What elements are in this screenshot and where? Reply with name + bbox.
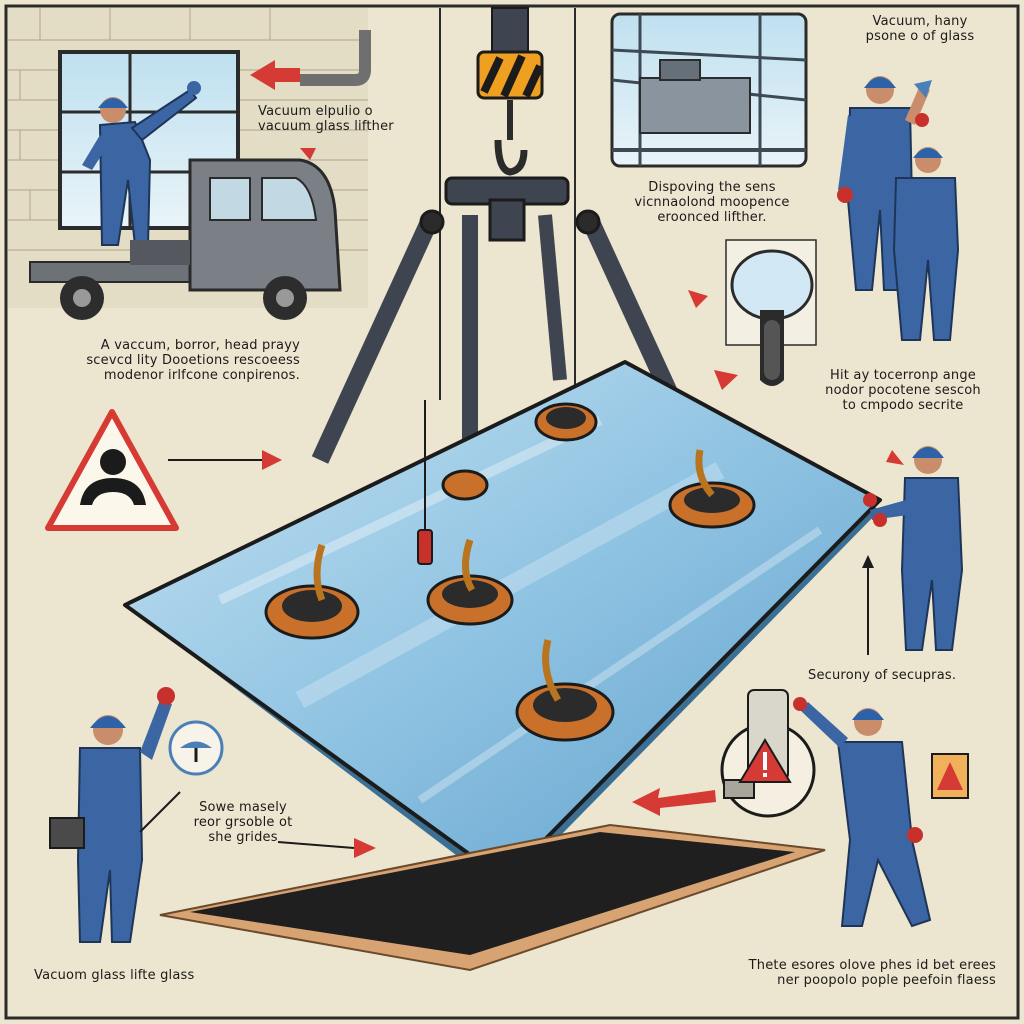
suction-cup-icon: [441, 469, 489, 501]
caption-line: Vacuum elpulio o: [258, 104, 373, 119]
worker-at-window: [82, 81, 201, 246]
caption-line: ner poopolo pople peefoin flaess: [777, 973, 996, 988]
caption-line: Securony of secupras.: [808, 668, 957, 683]
caption-line: vacuum glass lifther: [258, 119, 394, 134]
vacuum-gauge: [417, 529, 433, 565]
red-arrow-icon: [632, 788, 716, 816]
suction-cup-icon: [668, 481, 756, 529]
caption-line: Sowe masely: [199, 800, 287, 815]
suction-cup-icon: [515, 682, 615, 742]
flatbed-truck: [29, 158, 342, 320]
caption-line: eroonced lifther.: [657, 210, 767, 225]
crane-inset: [610, 12, 808, 168]
caption-security: Securony of secupras.: [808, 668, 1008, 683]
caption-bottom-right: Thete esores olove phes id bet erees ner…: [640, 958, 996, 988]
suction-cup-icon: [426, 574, 514, 626]
caption-line: Hit ay tocerronp ange: [829, 368, 976, 383]
pointer-arrow: [139, 791, 376, 858]
caption-line: A vaccum, borror, head prayy: [100, 338, 300, 353]
caption-lower-left: Sowe masely reor grsoble ot she grides: [188, 800, 298, 845]
worker-with-alarm: [793, 697, 932, 928]
caption-line: modenor irlfcone conpirenos.: [103, 368, 300, 383]
person-warning-icon: [45, 409, 179, 531]
suction-cup-icon: [264, 584, 360, 640]
pointer-arrow: [862, 450, 904, 655]
pointer-arrow: [168, 450, 282, 470]
caption-line: reor grsoble ot: [193, 815, 293, 830]
caption-line: psone o of glass: [865, 29, 975, 44]
warning-triangle-icon: [931, 753, 969, 799]
caption-line: scevcd lity Dooetions rescoeess: [86, 353, 300, 368]
page-frame: [4, 4, 1020, 1020]
caption-line: vicnnaolond moopence: [634, 195, 790, 210]
caption-line: Vacuum, hany: [872, 14, 968, 29]
caption-top-right: Vacuum, hany psone o of glass: [840, 14, 1000, 44]
red-arrow-icon: [300, 148, 316, 160]
worker-signaling: [49, 687, 175, 943]
caption-line: nodor pocotene sescoh: [825, 383, 981, 398]
red-arrow-icon: [250, 60, 300, 90]
suction-cup-detail: [725, 239, 817, 386]
caption-truck-note: Vacuum elpulio o vacuum glass lifther: [258, 104, 394, 134]
caption-line: she grides: [208, 830, 278, 845]
caption-line: Vacuom glass lifte glass: [34, 968, 195, 983]
warning-triangle-icon: [738, 738, 792, 783]
caption-line: to cmpodo secrite: [842, 398, 964, 413]
worker-guiding-glass: [863, 446, 964, 651]
red-arrow-icon: [688, 290, 708, 308]
caption-line: Thete esores olove phes id bet erees: [748, 958, 996, 973]
red-arrow-icon: [714, 370, 738, 390]
caption-left-note: A vaccum, borror, head prayy scevcd lity…: [30, 338, 300, 383]
caption-right-note: Hit ay tocerronp ange nodor pocotene ses…: [808, 368, 998, 413]
suction-pads: [264, 402, 756, 742]
crane-hook-assembly: [439, 7, 576, 400]
worker-pair-top-right: [837, 76, 960, 341]
suction-cup-icon: [168, 720, 224, 776]
caption-center-note: Dispoving the sens vicnnaolond moopence …: [612, 180, 812, 225]
hook-icon: [313, 449, 715, 702]
caption-line: Dispoving the sens: [648, 180, 776, 195]
caption-bottom-left: Vacuom glass lifte glass: [34, 968, 294, 983]
suction-cup-icon: [534, 402, 598, 442]
